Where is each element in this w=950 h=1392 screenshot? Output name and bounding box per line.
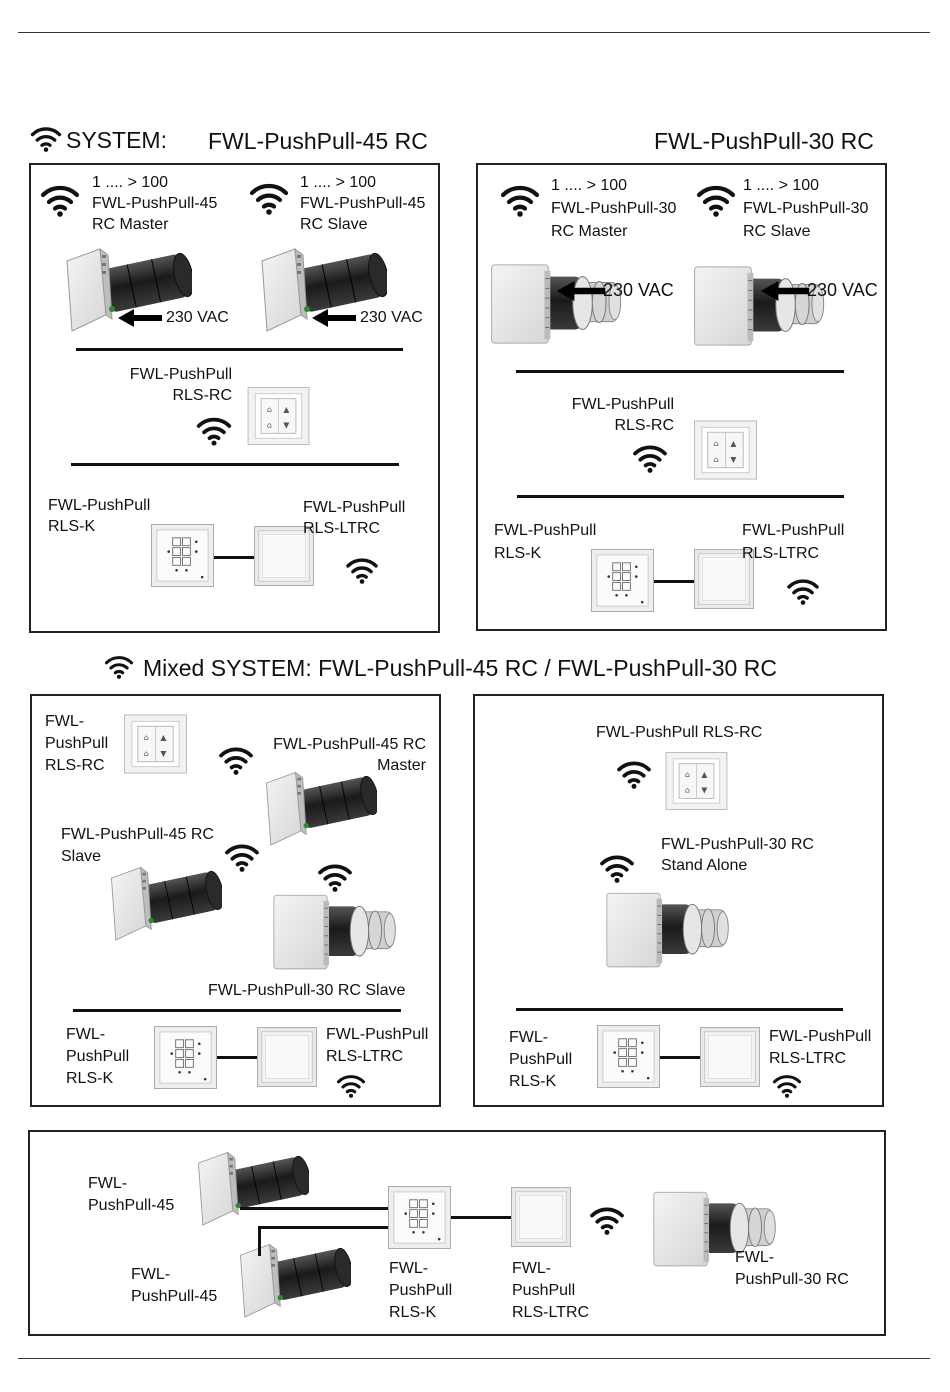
- rls-k-keypad-icon: [388, 1186, 451, 1249]
- fan-30-icon: [488, 261, 638, 349]
- separator: [76, 348, 403, 351]
- rls-k-keypad-icon: [154, 1026, 217, 1089]
- rls-rc-switch-icon: [694, 420, 757, 480]
- rls-rc-label: FWL-PushPull RLS-RC: [571, 396, 674, 434]
- rls-k-label: FWL-PushPull RLS-K: [48, 497, 151, 535]
- separator: [517, 495, 844, 498]
- wifi-icon: [317, 862, 353, 892]
- wifi-icon: [616, 759, 652, 789]
- wifi-icon: [40, 183, 80, 217]
- mixed-left-panel: [30, 694, 441, 1107]
- wifi-icon: [218, 745, 254, 775]
- wifi-icon: [104, 654, 134, 679]
- fan-45-icon: [262, 762, 377, 852]
- rls-rc-switch-icon: [247, 387, 310, 445]
- rls-k-keypad-icon: [591, 549, 654, 612]
- separator: [73, 1009, 401, 1012]
- wifi-icon: [786, 577, 820, 605]
- wire: [217, 1056, 257, 1059]
- slave-30-label: FWL-PushPull-30 RC Slave: [208, 982, 406, 999]
- vac-label: 230 VAC: [166, 309, 229, 326]
- rls-k-label: FWL- PushPull RLS-K: [389, 1260, 453, 1321]
- vac-label: 230 VAC: [603, 280, 674, 300]
- rls-ltrc-label: FWL-PushPull RLS-LTRC: [303, 499, 406, 537]
- wifi-icon: [196, 415, 232, 446]
- panel-45-system: [29, 163, 440, 633]
- arrow-left-icon: [760, 280, 810, 302]
- rls-k-label: FWL- PushPull RLS-K: [66, 1026, 130, 1087]
- system-title-45: FWL-PushPull-45 RC: [208, 128, 428, 154]
- separator: [516, 370, 844, 373]
- system-label: SYSTEM:: [66, 127, 167, 153]
- wire: [451, 1216, 511, 1219]
- wifi-icon: [500, 183, 540, 217]
- pushpull-30-label: FWL- PushPull-30 RC: [735, 1249, 849, 1288]
- rls-ltrc-module-icon: [257, 1027, 317, 1087]
- slave-30-label: 1 .... > 100 FWL-PushPull-30 RC Slave: [743, 177, 869, 240]
- separator: [71, 463, 399, 466]
- wifi-icon: [30, 125, 62, 152]
- wire: [240, 1207, 388, 1210]
- wifi-icon: [589, 1205, 625, 1235]
- bottom-combined-panel: [28, 1130, 886, 1336]
- mixed-right-panel: [473, 694, 884, 1107]
- slave-45-label: 1 .... > 100 FWL-PushPull-45 RC Slave: [300, 174, 426, 233]
- pushpull-45-label: FWL- PushPull-45: [131, 1266, 218, 1305]
- master-45-label: FWL-PushPull-45 RC Master: [273, 736, 426, 774]
- fan-30-icon: [691, 263, 841, 351]
- rls-k-label: FWL- PushPull RLS-K: [509, 1029, 573, 1090]
- master-45-label: 1 .... > 100 FWL-PushPull-45 RC Master: [92, 174, 218, 233]
- standalone-30-label: FWL-PushPull-30 RC Stand Alone: [661, 836, 814, 874]
- fan-45-icon: [236, 1234, 351, 1324]
- system-title-30: FWL-PushPull-30 RC: [654, 128, 874, 154]
- rls-rc-switch-icon: [124, 714, 187, 774]
- wifi-icon: [224, 842, 260, 872]
- master-30-label: 1 .... > 100 FWL-PushPull-30 RC Master: [551, 177, 677, 240]
- wifi-icon: [345, 556, 379, 584]
- rls-rc-switch-icon: [665, 752, 728, 810]
- wifi-icon: [336, 1073, 366, 1098]
- arrow-left-icon: [118, 308, 162, 328]
- arrow-left-icon: [312, 308, 356, 328]
- fan-30-icon: [605, 888, 743, 974]
- rls-k-keypad-icon: [597, 1025, 660, 1088]
- rls-ltrc-module-icon: [700, 1027, 760, 1087]
- mixed-system-title: Mixed SYSTEM: FWL-PushPull-45 RC / FWL-P…: [143, 655, 777, 681]
- vac-label: 230 VAC: [807, 280, 878, 300]
- fan-30-icon: [272, 890, 410, 976]
- wifi-icon: [599, 853, 635, 883]
- arrow-left-icon: [556, 280, 606, 302]
- wire: [214, 556, 254, 559]
- vac-label: 230 VAC: [360, 309, 423, 326]
- fan-45-icon: [107, 857, 222, 947]
- rls-ltrc-label: FWL-PushPull RLS-LTRC: [769, 1028, 872, 1067]
- rls-ltrc-label: FWL-PushPull RLS-LTRC: [326, 1026, 429, 1065]
- rls-k-keypad-icon: [151, 524, 214, 587]
- wifi-icon: [632, 443, 668, 473]
- top-rule: [18, 32, 930, 33]
- slave-45-label: FWL-PushPull-45 RC Slave: [61, 826, 214, 865]
- rls-ltrc-label: FWL-PushPull RLS-LTRC: [742, 522, 845, 562]
- panel-30-system: [476, 163, 887, 631]
- wire: [654, 580, 694, 583]
- bottom-rule: [18, 1358, 930, 1359]
- wire: [258, 1226, 388, 1229]
- rls-ltrc-label: FWL- PushPull RLS-LTRC: [512, 1260, 590, 1321]
- wifi-icon: [696, 183, 736, 217]
- wifi-icon: [249, 181, 289, 215]
- wire: [258, 1226, 261, 1256]
- rls-rc-label: FWL- PushPull RLS-RC: [45, 713, 109, 774]
- rls-ltrc-module-icon: [511, 1187, 571, 1247]
- rls-k-label: FWL-PushPull RLS-K: [494, 522, 597, 562]
- wire: [660, 1056, 700, 1059]
- separator: [516, 1008, 843, 1011]
- rls-rc-label: FWL-PushPull RLS-RC: [129, 366, 232, 404]
- fan-45-icon: [194, 1142, 309, 1232]
- rls-rc-label: FWL-PushPull RLS-RC: [596, 724, 763, 741]
- pushpull-45-label: FWL- PushPull-45: [88, 1175, 175, 1214]
- wifi-icon: [772, 1073, 802, 1098]
